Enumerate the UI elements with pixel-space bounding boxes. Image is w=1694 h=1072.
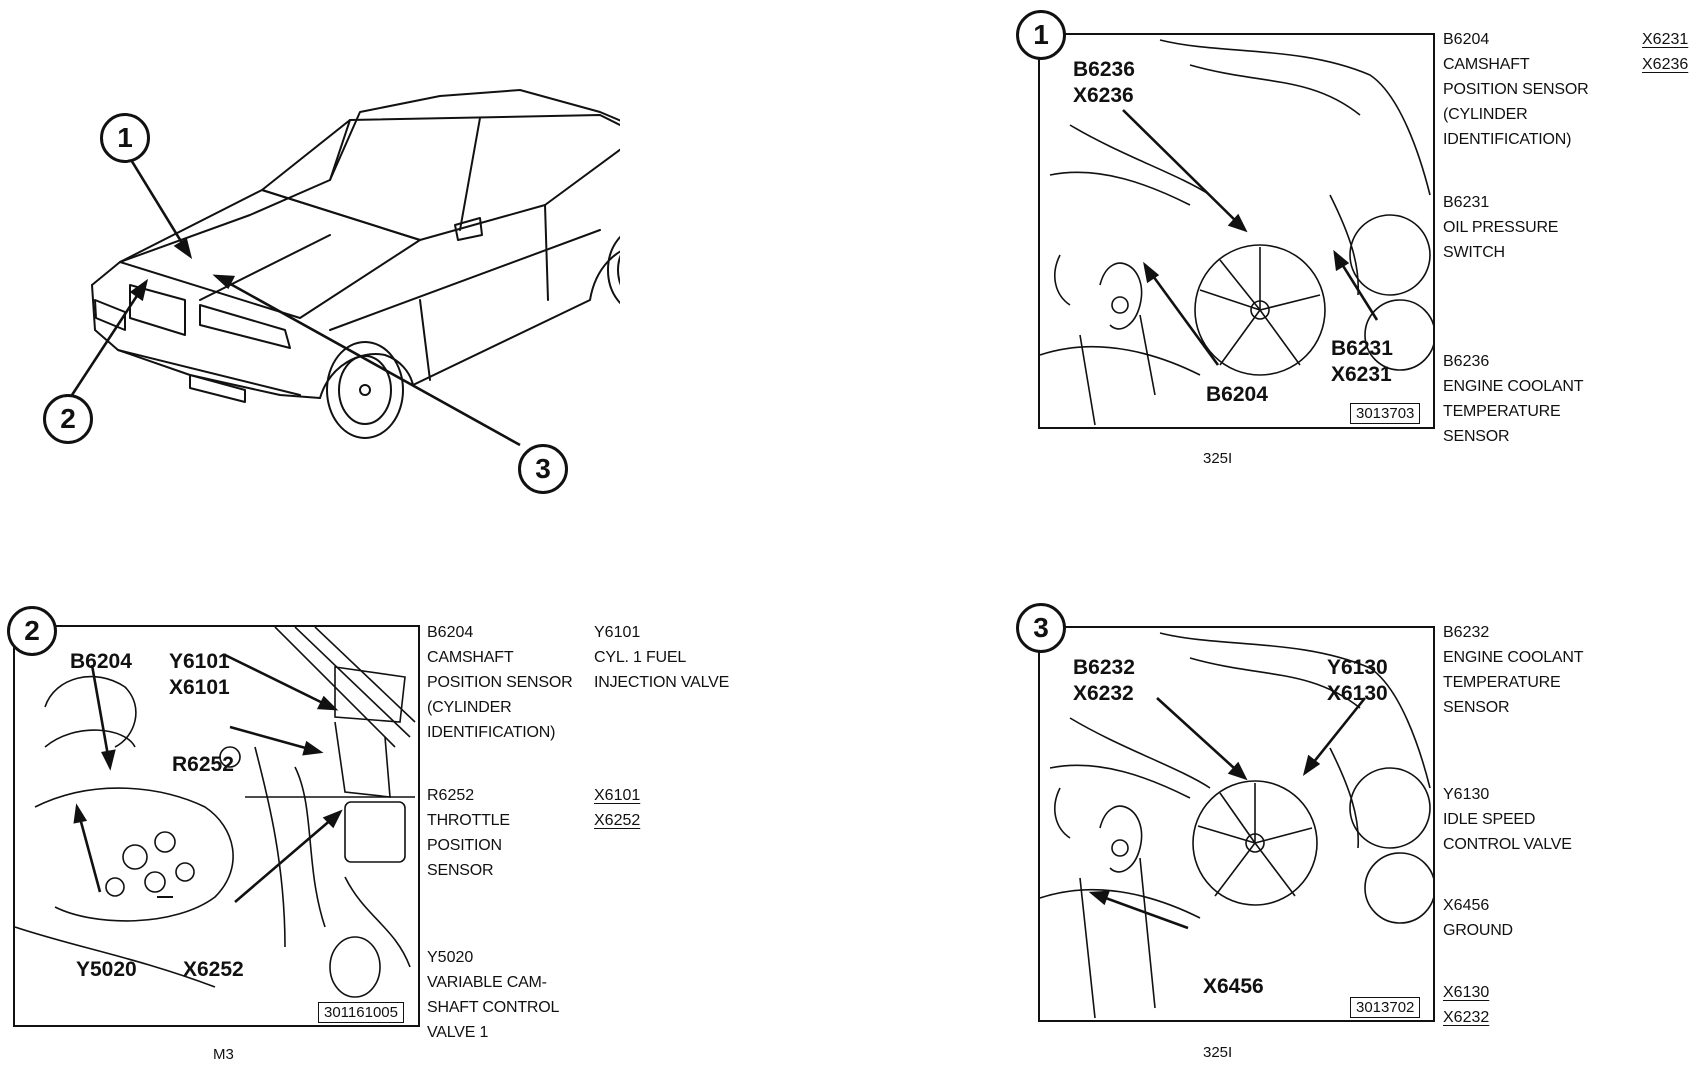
panel-1-legend-desc-b6236: ENGINE COOLANT TEMPERATURE SENSOR bbox=[1443, 378, 1584, 445]
panel-3-figure-number: 3013702 bbox=[1350, 997, 1421, 1018]
panel-2-legend-desc-y5020: VARIABLE CAM- SHAFT CONTROL VALVE 1 bbox=[427, 974, 560, 1041]
panel-1-legend-code-b6236: B6236 bbox=[1443, 353, 1490, 370]
car-callout-2: 2 bbox=[43, 394, 93, 444]
car-illustration bbox=[70, 89, 620, 447]
panel-3-connector-x6130: X6130 bbox=[1443, 984, 1490, 1001]
panel-1-connector-x6231: X6231 bbox=[1642, 31, 1689, 48]
panel-2-callout-y5020: Y5020 bbox=[76, 958, 137, 981]
panel-1-caption: 325I bbox=[1203, 450, 1233, 467]
panel-3-callout-x6456: X6456 bbox=[1203, 975, 1264, 998]
panel-2-engine-drawing bbox=[15, 627, 416, 998]
panel-2-badge: 2 bbox=[7, 606, 57, 656]
panel-2-figure-number: 301161005 bbox=[318, 1002, 404, 1023]
panel-3-legend-desc-y6130: IDLE SPEED CONTROL VALVE bbox=[1443, 811, 1572, 853]
panel-3-caption: 325I bbox=[1203, 1044, 1233, 1061]
panel-1-engine-drawing bbox=[1040, 39, 1433, 426]
panel-1-connector-x6236: X6236 bbox=[1642, 56, 1689, 73]
panel-2-callout-r6252: R6252 bbox=[172, 753, 234, 776]
panel-3-callout-b6232: B6232 X6232 bbox=[1073, 656, 1135, 705]
panel-3-badge: 3 bbox=[1016, 603, 1066, 653]
panel-2-caption: M3 bbox=[213, 1046, 234, 1063]
panel-2-callout-b6204: B6204 bbox=[70, 650, 132, 673]
panel-3-legend-code-b6232: B6232 bbox=[1443, 624, 1490, 641]
panel-3-photo-frame bbox=[1038, 626, 1435, 1022]
panel-1-figure-number: 3013703 bbox=[1350, 403, 1421, 424]
panel-2-legend-desc-b6204: CAMSHAFT POSITION SENSOR (CYLINDER IDENT… bbox=[427, 649, 573, 741]
panel-1-callout-b6236: B6236 X6236 bbox=[1073, 58, 1135, 107]
panel-3-engine-drawing bbox=[1040, 632, 1433, 1019]
panel-1-legend-code-b6204: B6204 bbox=[1443, 31, 1490, 48]
panel-3-legend-desc-x6456: GROUND bbox=[1443, 922, 1513, 939]
panel-1-callout-b6231: B6231 X6231 bbox=[1331, 337, 1393, 386]
panel-2-legend-desc-r6252: THROTTLE POSITION SENSOR bbox=[427, 812, 510, 879]
panel-1-callout-b6204: B6204 bbox=[1206, 383, 1268, 406]
panel-2-legend-code-y5020: Y5020 bbox=[427, 949, 474, 966]
panel-1-legend-desc-b6231: OIL PRESSURE SWITCH bbox=[1443, 219, 1559, 261]
car-callout-1: 1 bbox=[100, 113, 150, 163]
panel-1-legend-code-b6231: B6231 bbox=[1443, 194, 1490, 211]
panel-2-legend-code-r6252: R6252 bbox=[427, 787, 475, 804]
panel-3-legend-code-x6456: X6456 bbox=[1443, 897, 1490, 914]
panel-2-legend-code-b6204: B6204 bbox=[427, 624, 474, 641]
panel-2-connector-x6101: X6101 bbox=[594, 787, 641, 804]
panel-3-connector-x6232: X6232 bbox=[1443, 1009, 1490, 1026]
panel-2-photo-frame bbox=[13, 625, 420, 1027]
panel-2-connector-x6252: X6252 bbox=[594, 812, 641, 829]
panel-1-legend-desc-b6204: CAMSHAFT POSITION SENSOR (CYLINDER IDENT… bbox=[1443, 56, 1589, 148]
car-callout-3: 3 bbox=[518, 444, 568, 494]
panel-2-legend-desc-y6101: CYL. 1 FUEL INJECTION VALVE bbox=[594, 649, 730, 691]
panel-2-callout-x6252: X6252 bbox=[183, 958, 244, 981]
panel-3-legend-code-y6130: Y6130 bbox=[1443, 786, 1490, 803]
panel-1-photo-frame bbox=[1038, 33, 1435, 429]
panel-1-badge: 1 bbox=[1016, 10, 1066, 60]
panel-3-callout-y6130: Y6130 X6130 bbox=[1327, 656, 1388, 705]
panel-2-callout-y6101: Y6101 X6101 bbox=[169, 650, 230, 699]
panel-2-legend-code-y6101: Y6101 bbox=[594, 624, 641, 641]
panel-3-legend-desc-b6232: ENGINE COOLANT TEMPERATURE SENSOR bbox=[1443, 649, 1584, 716]
